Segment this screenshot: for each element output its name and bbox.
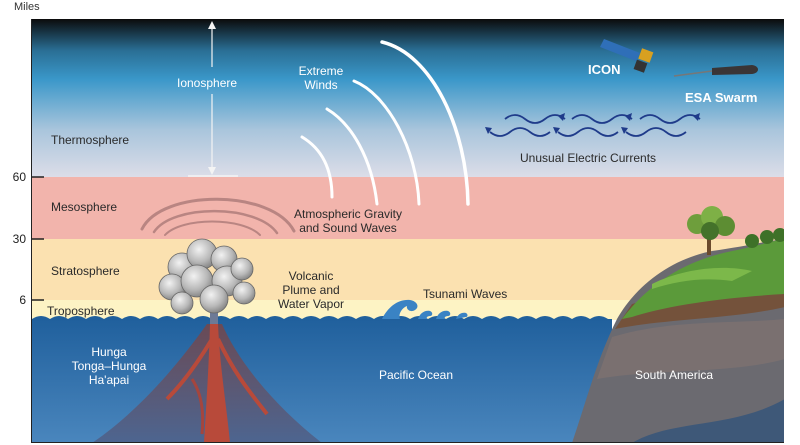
extreme-winds-arcs <box>300 40 470 206</box>
altitude-tick-marks <box>32 176 44 301</box>
atmosphere-diagram: Thermosphere Mesosphere Stratosphere Tro… <box>31 19 784 443</box>
plume-line-2: Plume and <box>282 283 340 297</box>
icon-satellite-label: ICON <box>588 62 621 77</box>
pacific-ocean-label: Pacific Ocean <box>379 368 454 382</box>
ionosphere-label: Ionosphere <box>177 76 238 90</box>
esa-swarm-label: ESA Swarm <box>685 90 758 105</box>
south-america-label: South America <box>635 368 714 382</box>
extreme-winds-label: Extreme Winds <box>291 64 351 92</box>
altitude-unit-label: Miles <box>14 1 40 13</box>
electric-current-arrows <box>489 114 701 137</box>
gravity-wave-arcs <box>140 197 296 236</box>
electric-current-arrowheads <box>485 113 700 134</box>
volcanic-plume <box>158 238 256 315</box>
thermosphere-layer <box>32 19 784 177</box>
volcano-name-label: Hunga Tonga–Hunga Ha'apai <box>59 345 159 387</box>
mesosphere-label: Mesosphere <box>51 200 118 214</box>
plume-line-3: Water Vapor <box>277 297 345 311</box>
thermosphere-label: Thermosphere <box>51 133 130 147</box>
stratosphere-label: Stratosphere <box>51 264 120 278</box>
tsunami-waves-label: Tsunami Waves <box>423 287 508 301</box>
tsunami-wave-icon <box>382 299 468 319</box>
volcano-name-line-3: Ha'apai <box>88 373 130 387</box>
altitude-tick-30: 30 <box>12 232 26 246</box>
plume-line-1: Volcanic <box>288 269 334 283</box>
gravity-waves-line-2: and Sound Waves <box>299 221 397 235</box>
altitude-tick-60: 60 <box>12 170 26 184</box>
volcano-illustration <box>93 306 321 442</box>
south-america-landmass <box>572 206 784 442</box>
esa-swarm-satellite-icon <box>673 65 758 77</box>
ionosphere-span-arrow <box>188 21 238 177</box>
volcanic-plume-label: Volcanic Plume and Water Vapor <box>266 269 356 311</box>
electric-currents-label: Unusual Electric Currents <box>520 151 657 165</box>
gravity-waves-line-1: Atmospheric Gravity <box>293 207 403 221</box>
volcano-name-line-1: Hunga <box>91 345 127 359</box>
troposphere-label: Troposphere <box>47 304 115 318</box>
icon-satellite-icon <box>600 39 654 73</box>
gravity-waves-label: Atmospheric Gravity and Sound Waves <box>283 207 413 235</box>
extreme-winds-line-2: Winds <box>304 78 338 92</box>
altitude-tick-6: 6 <box>19 293 26 307</box>
volcano-name-line-2: Tonga–Hunga <box>71 359 147 373</box>
extreme-winds-line-1: Extreme <box>298 64 344 78</box>
diagram-canvas <box>32 19 784 442</box>
